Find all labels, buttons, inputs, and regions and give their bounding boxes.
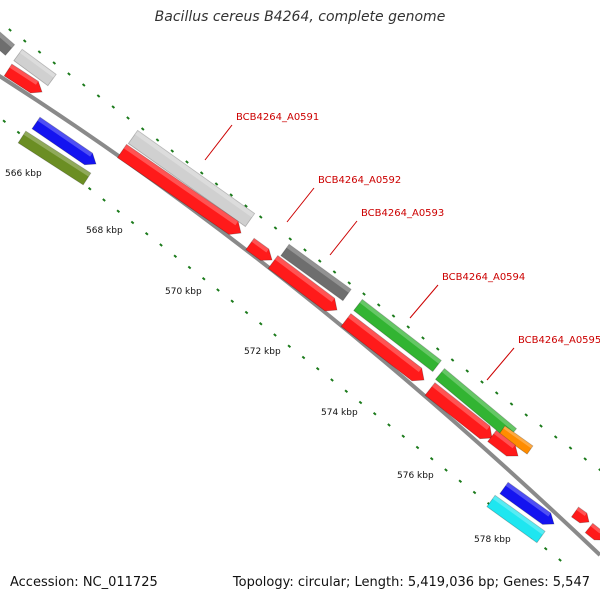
kbp-label: 578 kbp [474, 535, 511, 545]
gene-red-lower-small[interactable] [487, 429, 523, 461]
gene-a0593-red[interactable] [267, 255, 342, 317]
kbp-label: 574 kbp [321, 408, 358, 418]
gene-red-far-right-2[interactable] [584, 522, 600, 544]
accession-text: Accession: NC_011725 [10, 575, 158, 590]
gene-a0594-red[interactable] [340, 313, 429, 387]
gene-callouts: BCB4264_A0591BCB4264_A0592BCB4264_A0593B… [204, 112, 600, 381]
callout-line [329, 220, 358, 256]
gene-red-lower[interactable] [424, 382, 497, 445]
genome-stats-text: Topology: circular; Length: 5,419,036 bp… [232, 575, 590, 590]
genome-title: Bacillus cereus B4264, complete genome [154, 9, 446, 25]
gene-a0591-red[interactable] [116, 143, 245, 239]
callout-line [409, 284, 439, 319]
tick-row-inner [2, 119, 562, 562]
gene-label-bcb4264_a0594[interactable]: BCB4264_A0594 [442, 272, 525, 283]
gene-label-bcb4264_a0593[interactable]: BCB4264_A0593 [361, 208, 444, 219]
gene-label-bcb4264_a0592[interactable]: BCB4264_A0592 [318, 175, 401, 186]
callout-line [286, 187, 315, 223]
gene-label-bcb4264_a0591[interactable]: BCB4264_A0591 [236, 112, 319, 123]
callout-line [486, 347, 515, 381]
callout-line [204, 124, 233, 161]
gene-olive-left[interactable] [17, 130, 92, 186]
gene-light-gray-top-left[interactable] [13, 48, 57, 87]
kbp-labels: 566 kbp 568 kbp 570 kbp 572 kbp 574 kbp 576 k… [5, 169, 511, 545]
gene-cyan-right[interactable] [486, 494, 546, 544]
gene-red-small[interactable] [245, 237, 276, 265]
kbp-label: 566 kbp [5, 169, 42, 179]
gene-blue-right[interactable] [499, 481, 558, 529]
tick-row-outer [8, 28, 600, 472]
gene-blue-left[interactable] [31, 116, 100, 170]
kbp-tick-marks [2, 28, 600, 562]
gene-red-top-left[interactable] [3, 63, 46, 98]
kbp-label: 572 kbp [244, 347, 281, 357]
kbp-label: 576 kbp [397, 471, 434, 481]
gene-orange[interactable] [498, 425, 534, 455]
gene-features[interactable] [0, 31, 600, 545]
kbp-label: 570 kbp [165, 287, 202, 297]
gene-dark-gray-top-left[interactable] [0, 31, 16, 56]
gene-label-bcb4264_a0595[interactable]: BCB4264_A0595 [518, 335, 600, 346]
gene-a0594-green[interactable] [353, 298, 442, 373]
genome-backbone [0, 74, 600, 557]
gene-a0592-dark-gray[interactable] [280, 243, 352, 302]
kbp-label: 568 kbp [86, 226, 123, 236]
gene-a0591-light-gray[interactable] [127, 129, 256, 228]
gene-red-far-right-1[interactable] [570, 506, 593, 527]
